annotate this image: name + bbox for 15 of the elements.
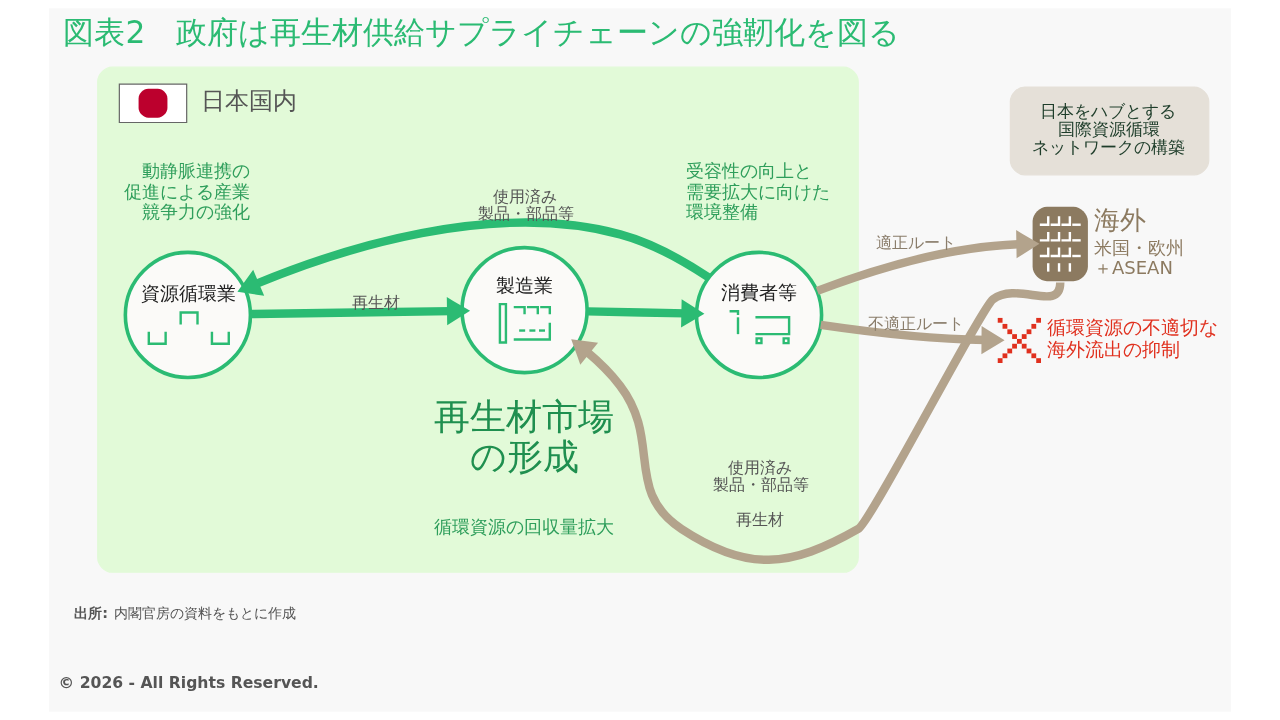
node-label: 米国・欧州＋ASEAN bbox=[1093, 236, 1184, 279]
edge-label: 再生材 bbox=[735, 509, 784, 529]
edge-label: 適正ルート bbox=[875, 233, 956, 253]
label: 受容性の向上と需要拡大に向けた環境整備 bbox=[686, 160, 831, 223]
node-label: 循環資源の不適切な海外流出の抑制 bbox=[1047, 315, 1219, 361]
caption: 出所: 内閣官房の資料をもとに作成 bbox=[74, 605, 296, 622]
label: 循環資源の回収量拡大 bbox=[433, 516, 614, 538]
diagram-title: 図表2 政府は再生材供給サプライチェーンの強靭化を図る bbox=[63, 13, 901, 50]
label: 使用済み製品・部品等 bbox=[712, 457, 809, 494]
label: 動静脈連携の促進による産業競争力の強化 bbox=[124, 160, 251, 223]
label: 再生材市場の形成 bbox=[433, 396, 614, 478]
node-label: 海外 bbox=[1093, 204, 1146, 236]
edge-label: 再生材 bbox=[352, 293, 401, 313]
label: © 2026 - All Rights Reserved. bbox=[58, 673, 319, 693]
edge-label: 不適正ルート bbox=[867, 313, 964, 333]
